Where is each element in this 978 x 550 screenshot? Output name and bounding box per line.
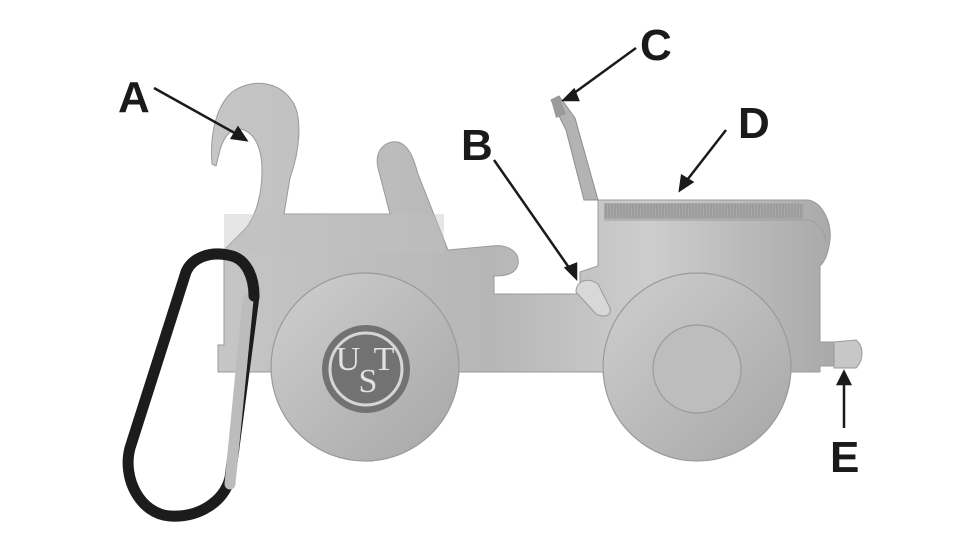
- carabiner-gate-top: [226, 250, 260, 302]
- bottle-opener-notch: [575, 279, 611, 317]
- callout-arrows: [153, 46, 853, 428]
- cab-shading: [224, 214, 444, 254]
- callout-d: D: [738, 99, 770, 148]
- logo-disc: [322, 325, 410, 413]
- callout-labels: A B C D E: [118, 21, 859, 482]
- logo-letter-s: S: [359, 363, 378, 400]
- callout-e: E: [830, 433, 859, 482]
- carabiner-frame: [122, 248, 260, 522]
- arrow-d: [683, 129, 727, 185]
- carabiner: [122, 248, 260, 522]
- arrow-c: [569, 46, 637, 98]
- rear-wheel: U S T: [270, 272, 460, 462]
- screwdriver-tip: [551, 96, 566, 118]
- arrow-b: [492, 159, 574, 273]
- hood-panel: [597, 200, 827, 262]
- carabiner-gate: [224, 294, 254, 490]
- logo-letter-u: U: [336, 341, 361, 378]
- tow-hitch-tab: [833, 339, 863, 369]
- callout-b: B: [461, 121, 493, 170]
- arrow-a: [153, 86, 241, 138]
- ust-logo: U S T: [336, 341, 395, 400]
- front-wheel: [602, 272, 792, 462]
- callout-a: A: [118, 73, 150, 122]
- logo-letter-t: T: [374, 341, 395, 378]
- ruler-ticks: [605, 204, 802, 218]
- callout-c: C: [640, 21, 672, 70]
